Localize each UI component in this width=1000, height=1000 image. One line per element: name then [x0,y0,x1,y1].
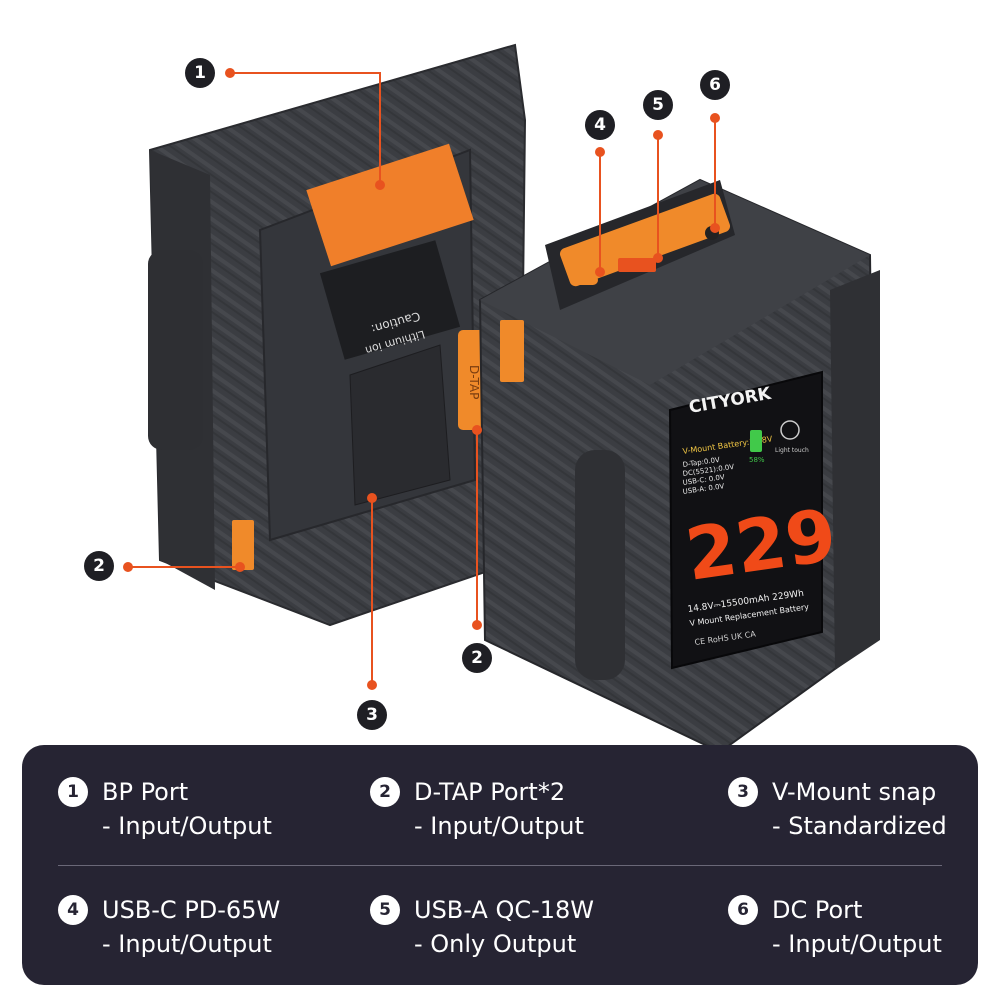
feature-item: 4 USB-C PD-65W - Input/Output [58,893,280,961]
feature-number: 3 [728,777,758,807]
feature-subtitle: - Input/Output [102,930,272,958]
back-battery: Caution: Lithium ion D-TAP [148,43,527,627]
battery-illustration: Caution: Lithium ion D-TAP [123,43,880,754]
product-photo: Caution: Lithium ion D-TAP [84,43,880,754]
usb-c-port [570,275,598,285]
feature-item: 3 V-Mount snap - Standardized [728,775,947,843]
feature-subtitle: - Input/Output [102,812,272,840]
battery-level-icon [750,430,762,452]
feature-subtitle: - Input/Output [414,812,584,840]
callout-badge: 6 [700,70,730,100]
feature-number: 1 [58,777,88,807]
dtap-port-back [232,520,254,570]
usb-port-cap [559,193,731,287]
battery-percent: 58% [749,456,765,464]
feature-number: 2 [370,777,400,807]
panel-divider [58,865,942,866]
feature-item: 1 BP Port - Input/Output [58,775,272,843]
feature-subtitle: - Input/Output [772,930,942,958]
feature-item: 5 USB-A QC-18W - Only Output [370,893,594,961]
feature-number: 5 [370,895,400,925]
feature-title: BP Port [102,778,189,806]
battery-screen: CITYORK V-Mount Battery:14.8V D-Tap:0.0V… [668,370,842,670]
feature-item: 6 DC Port - Input/Output [728,893,942,961]
feature-title: V-Mount snap [772,778,937,806]
callout-badge: 2 [84,551,114,581]
callout-badge: 5 [643,90,673,120]
callout-badge: 3 [357,700,387,730]
light-touch-label: Light touch [775,447,809,454]
dtap-port-front [500,320,524,382]
dtap-label: D-TAP [467,365,481,399]
fingerprint-icon [780,420,800,440]
feature-title: D-TAP Port*2 [414,778,566,806]
front-battery: CITYORK V-Mount Battery:14.8V D-Tap:0.0V… [478,178,880,754]
callout-badge: 2 [462,643,492,673]
v-mount-plate [349,344,451,506]
bp-port [306,143,474,267]
callout-badge: 1 [185,58,215,88]
capacity-big-number: 229 [681,493,842,597]
feature-subtitle: - Standardized [772,812,947,840]
feature-number: 6 [728,895,758,925]
usb-a-port [618,258,656,272]
features-panel: 1 BP Port - Input/Output 2 D-TAP Port*2 … [22,745,978,985]
callout-lines [123,68,720,690]
feature-title: USB-C PD-65W [102,896,281,924]
feature-title: DC Port [772,896,863,924]
feature-subtitle: - Only Output [414,930,577,958]
callout-badge: 4 [585,110,615,140]
feature-number: 4 [58,895,88,925]
feature-title: USB-A QC-18W [414,896,595,924]
feature-item: 2 D-TAP Port*2 - Input/Output [370,775,584,843]
